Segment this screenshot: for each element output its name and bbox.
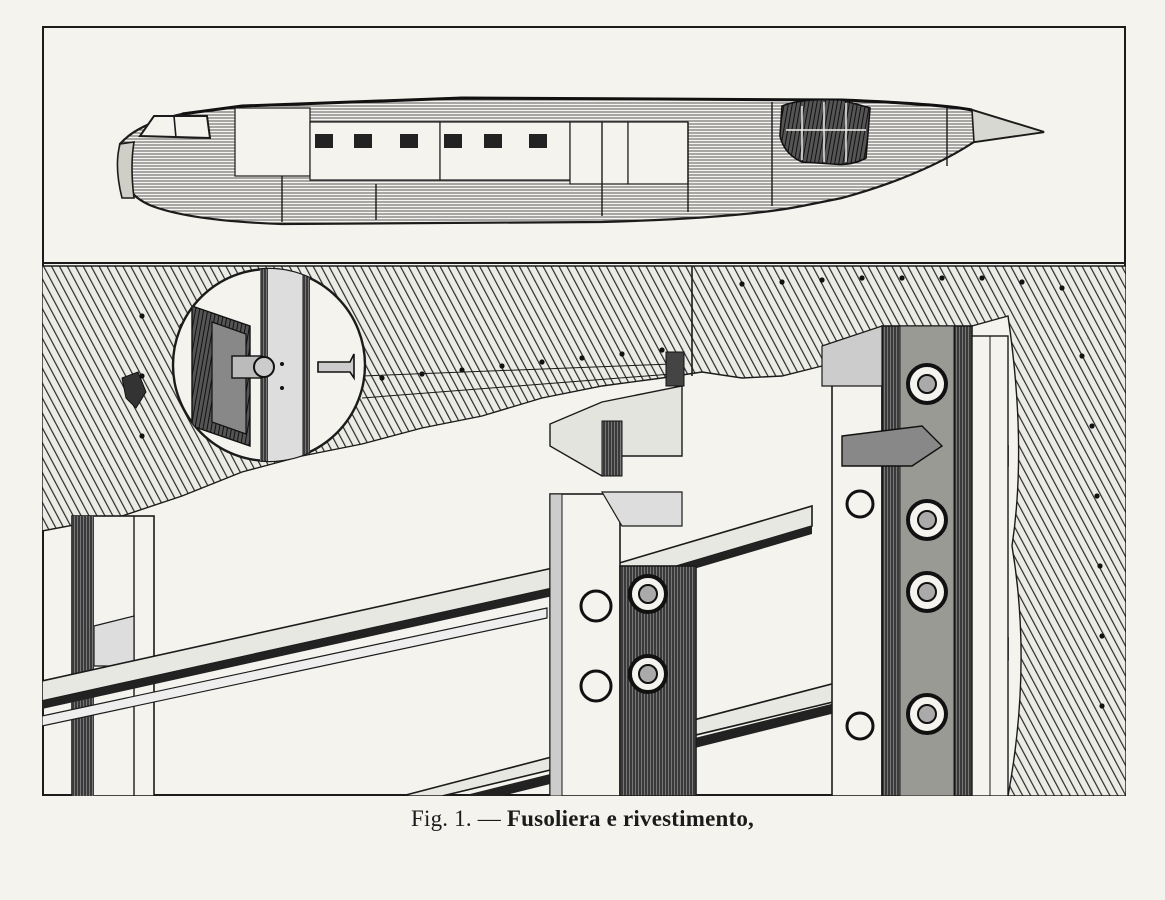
fuselage-side-view xyxy=(42,96,1126,264)
figure-caption: Fig. 1. — Fusoliera e rivestimento, xyxy=(0,806,1165,832)
right-frame xyxy=(821,325,1009,796)
skin-structure-detail xyxy=(42,265,1126,796)
figure-illustration xyxy=(42,26,1126,796)
center-frame xyxy=(549,385,697,796)
caption-figure-title: Fusoliera e rivestimento, xyxy=(506,806,754,831)
rivet-detail-inset xyxy=(171,267,367,463)
figure-frame xyxy=(42,26,1126,796)
caption-figure-label: Fig. 1. — xyxy=(410,806,501,831)
